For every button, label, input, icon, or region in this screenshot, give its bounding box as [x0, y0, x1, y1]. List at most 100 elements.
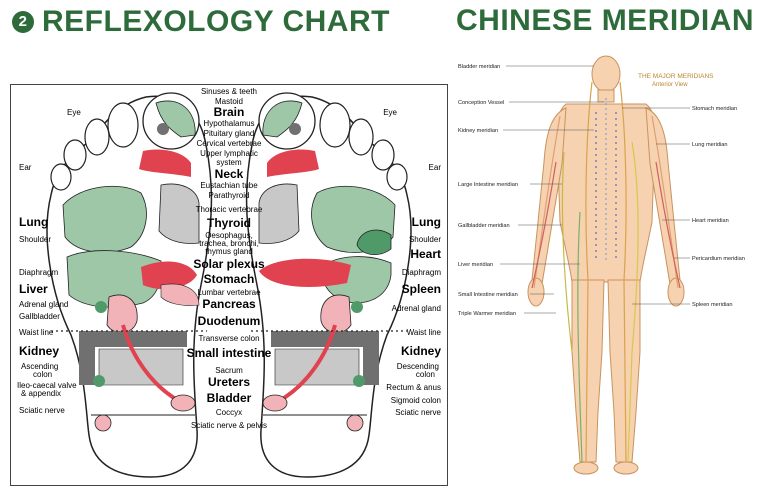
meridian-label-bladder-meridian: Bladder meridian — [458, 64, 500, 70]
label-mastoid: Mastoid — [215, 97, 243, 106]
left-label-kidney: Kidney — [19, 344, 59, 358]
label-solar-plexus: Solar plexus — [193, 257, 265, 271]
right-kidney-zone — [320, 294, 352, 334]
label-cervical-vertebrae: Cervical vertebrae — [197, 139, 262, 148]
left-label-gallbladder: Gallbladder — [19, 312, 60, 321]
label-neck: Neck — [215, 167, 244, 181]
right-colon — [271, 331, 379, 385]
neck — [597, 89, 615, 103]
gallbladder-line — [561, 151, 573, 353]
right-label-ear: Ear — [429, 163, 442, 172]
right-adrenal — [351, 301, 363, 313]
label-pituitary-gland: Pituitary gland — [204, 129, 255, 138]
label-small-intestine: Small intestine — [187, 346, 272, 360]
label-sinuses-teeth: Sinuses & teeth — [201, 87, 257, 96]
left-label-adrenal-gland: Adrenal gland — [19, 300, 68, 309]
reflexology-diagram: Sinuses & teethMastoidBrainHypothalamusP… — [17, 87, 442, 478]
right-label-colon: colon — [416, 370, 435, 379]
right-heart-zone — [356, 229, 392, 255]
left-neck-zone — [139, 149, 191, 177]
label-trachea-bronchi: trachea, bronchi, — [199, 239, 259, 248]
right-hand — [667, 277, 685, 307]
meridian-label-conception-vessel: Conception Vessel — [458, 100, 504, 106]
label-transverse-colon: Transverse colon — [198, 334, 259, 343]
meridian-label-spleen-meridian: Spleen meridian — [692, 302, 732, 308]
left-solar-plexus — [141, 261, 197, 290]
spleen-line — [627, 141, 639, 463]
right-label-spleen: Spleen — [402, 282, 441, 296]
right-label-adrenal-gland: Adrenal gland — [392, 304, 441, 313]
left-hand — [527, 277, 545, 307]
right-label-shoulder: Shoulder — [409, 235, 441, 244]
left-label-sciatic-nerve: Sciatic nerve — [19, 406, 65, 415]
left-brain-zone — [155, 100, 196, 138]
label-thyroid: Thyroid — [207, 216, 251, 230]
right-foot-shape — [613, 461, 639, 475]
meridian-lines — [531, 81, 681, 463]
heart-line — [655, 161, 681, 289]
right-rectum — [353, 375, 365, 387]
label-oesophagus: Oesophagus, — [205, 231, 253, 240]
meridian-label-pericardium-meridian: Pericardium meridian — [692, 256, 745, 262]
left-label-waist-line: Waist line — [19, 328, 54, 337]
right-pituitary — [289, 123, 301, 135]
left-label-colon: colon — [33, 370, 52, 379]
right-toe-5 — [386, 163, 408, 191]
meridian-label-lung-meridian: Lung meridian — [692, 142, 727, 148]
right-toe-3 — [348, 118, 374, 156]
right-label-rectum-anus: Rectum & anus — [386, 383, 441, 392]
right-label-diaphragm: Diaphragm — [402, 268, 441, 277]
label-ureters: Ureters — [208, 375, 250, 389]
right-sciatic-zone — [346, 414, 364, 432]
left-stomach-zone — [160, 283, 200, 306]
label-system: system — [216, 158, 242, 167]
section-number-badge: 2 — [12, 11, 34, 34]
left-toe-5 — [50, 163, 72, 191]
small-intestine-line — [531, 161, 557, 289]
right-label-descending: Descending — [397, 362, 439, 371]
right-label-kidney: Kidney — [401, 344, 441, 358]
meridian-label-stomach-meridian: Stomach meridian — [692, 106, 737, 112]
reflexology-title: REFLEXOLOGY CHART — [42, 5, 390, 39]
head — [591, 55, 621, 93]
right-label-heart: Heart — [410, 247, 441, 261]
meridian-diagram: THE MAJOR MERIDIANS Anterior View Bladde… — [458, 55, 745, 475]
label-sciatic-nerve-pelvis: Sciatic nerve & pelvis — [191, 421, 267, 430]
left-label-appendix: & appendix — [21, 389, 61, 398]
center-labels: Sinuses & teethMastoidBrainHypothalamusP… — [187, 87, 272, 430]
label-eustachian-tube: Eustachian tube — [200, 181, 258, 190]
left-foot-shape — [573, 461, 599, 475]
meridian-diagram-title: THE MAJOR MERIDIANS — [638, 73, 714, 80]
right-neck-zone — [267, 149, 319, 177]
left-label-shoulder: Shoulder — [19, 235, 51, 244]
left-thyroid-zone — [158, 183, 200, 244]
left-side-labels: EyeEarLungShoulderDiaphragmLiverAdrenal … — [17, 108, 81, 415]
left-label-ascending: Ascending — [21, 362, 58, 371]
left-label-diaphragm: Diaphragm — [19, 268, 58, 277]
reflexology-heading: 2 REFLEXOLOGY CHART — [12, 4, 390, 39]
right-solar-plexus — [259, 258, 351, 287]
right-label-waist-line: Waist line — [407, 328, 442, 337]
meridian-label-heart-meridian: Heart meridian — [692, 218, 729, 224]
right-toe-2 — [319, 102, 351, 148]
right-label-sigmoid-colon: Sigmoid colon — [391, 396, 441, 405]
right-ureter — [278, 324, 337, 403]
right-foot — [245, 92, 412, 478]
right-label-eye: Eye — [383, 108, 397, 117]
left-kidney-zone — [106, 294, 138, 334]
meridian-label-liver-meridian: Liver meridian — [458, 262, 493, 268]
left-label-lung: Lung — [19, 215, 48, 229]
label-brain: Brain — [214, 105, 245, 119]
left-appendix — [93, 375, 105, 387]
label-lumbar-vertebrae: Lumbar vertebrae — [197, 288, 261, 297]
left-toe-2 — [107, 102, 139, 148]
meridian-label-kidney-meridian: Kidney meridian — [458, 128, 498, 134]
left-toe-3 — [84, 118, 110, 156]
left-sciatic-zone — [94, 414, 112, 432]
left-foot — [46, 92, 213, 478]
label-parathyroid: Parathyroid — [209, 191, 250, 200]
label-sacrum: Sacrum — [215, 366, 243, 375]
